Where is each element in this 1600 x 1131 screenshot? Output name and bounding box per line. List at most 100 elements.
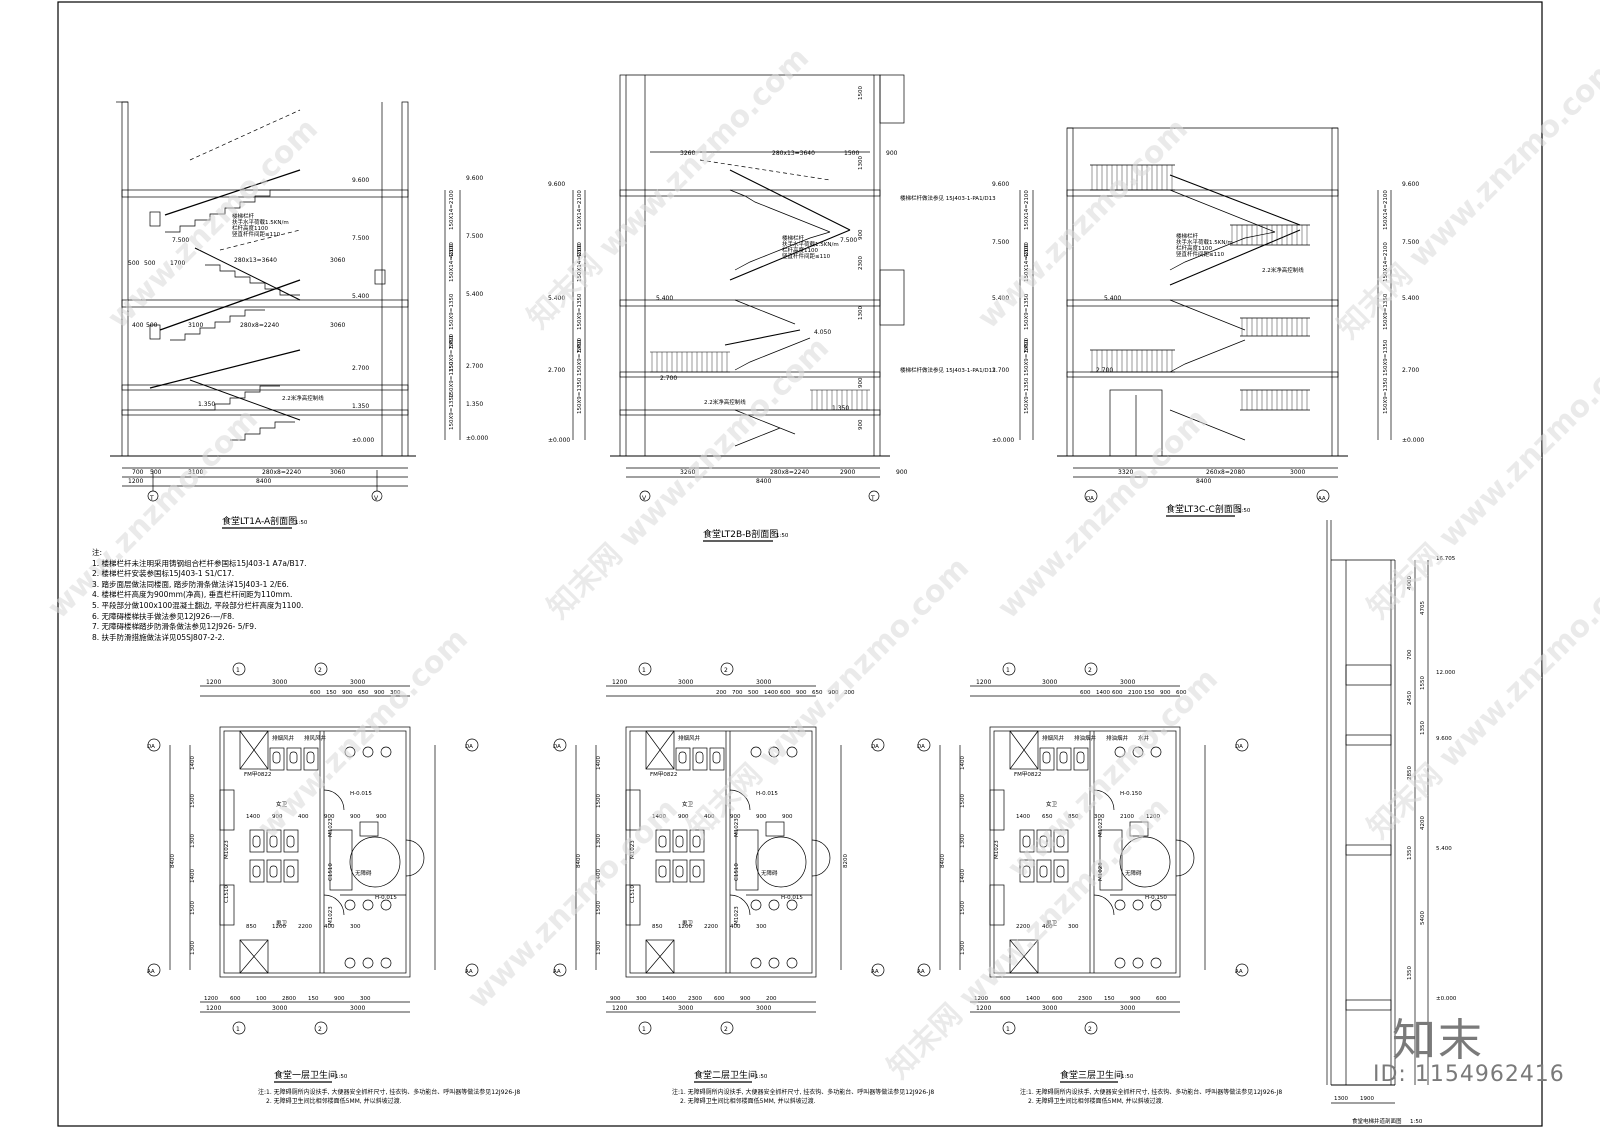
- dimension-label: 4705: [1420, 601, 1426, 615]
- note-item: 6. 无障碍楼梯扶手做法参见12J926-—/F8.: [92, 611, 235, 621]
- toilet-stall: [1039, 747, 1055, 771]
- toilet-fixture: [1042, 751, 1051, 764]
- elevator-section-scale: 1:50: [1410, 1119, 1423, 1125]
- dimension-label: 1400: [246, 814, 260, 820]
- dimension-label: 900: [376, 814, 387, 820]
- rail-note: 竖直杆件间距≤110: [232, 230, 281, 238]
- toilet-fixture: [692, 835, 701, 848]
- dimension-label: 200: [844, 690, 855, 696]
- door-swing: [1093, 894, 1115, 916]
- door-swing: [729, 789, 751, 811]
- door-tag: M1023: [630, 840, 636, 859]
- toilet-fixture: [286, 835, 295, 848]
- dimension-label: 900: [610, 996, 621, 1002]
- urinal-fixture: [786, 957, 798, 969]
- axis-label: DA: [871, 744, 879, 750]
- dimension-label: 150X14=2100: [1024, 242, 1030, 282]
- section-aa-scale: 1:50: [295, 520, 308, 526]
- urinal-fixture: [1132, 957, 1144, 969]
- urinal-fixture: [362, 957, 374, 969]
- basin-fixture: [380, 899, 392, 911]
- dimension-label: 600: [310, 690, 321, 696]
- dimension-label: 150X9=1350: [1024, 377, 1030, 414]
- toilet-stall: [266, 829, 282, 853]
- dimension-label: 1400: [1096, 690, 1110, 696]
- axis-label: 1: [642, 1026, 646, 1033]
- dimension-label: 2800: [282, 996, 296, 1002]
- door-swing: [1175, 839, 1195, 877]
- dimension-label: 900: [730, 814, 741, 820]
- dimension-label: 1200: [612, 679, 627, 686]
- basin-fixture: [1150, 746, 1162, 758]
- dimension-label: 900: [740, 996, 751, 1002]
- section-cc-drawing: [1019, 127, 1392, 503]
- toilet-fixture: [269, 835, 278, 848]
- watermark-text: www.znzmo.com: [101, 112, 325, 336]
- plan-inner-wall: [629, 730, 813, 974]
- door-tag: M1023: [734, 906, 740, 925]
- level-mark: 2.700: [1402, 367, 1419, 374]
- level-mark: H-0.015: [781, 895, 803, 901]
- level-mark: 9.600: [992, 181, 1009, 188]
- dimension-label: 8400: [170, 854, 176, 868]
- axis-label: AA: [147, 969, 155, 975]
- axis-bubble: [638, 662, 652, 676]
- dimension-label: 3000: [1290, 469, 1305, 476]
- section-cc-title: 食堂LT3C-C剖面图: [1166, 503, 1242, 515]
- sheet-border: [57, 1, 1543, 1127]
- dimension-label: 3000: [350, 679, 365, 686]
- axis-label: AA: [465, 969, 473, 975]
- general-notes: 注: 1. 楼梯栏杆未注明采用铸钢组合栏杆参国标15J403-1 A7a/B17…: [92, 548, 392, 643]
- dimension-label: 3000: [756, 1005, 771, 1012]
- axis-label: DA: [917, 744, 925, 750]
- dimension-label: 200: [766, 996, 777, 1002]
- room-label: 排烟风井: [272, 734, 295, 742]
- toilet-fixture: [1059, 751, 1068, 764]
- dimension-label: 1300: [1334, 1096, 1348, 1102]
- level-mark: 4.050: [814, 329, 831, 336]
- room-label: 男卫: [1046, 920, 1058, 927]
- dimension-label: 4200: [577, 244, 583, 258]
- basin-fixture: [1114, 899, 1126, 911]
- dimension-label: 3000: [350, 1005, 365, 1012]
- axis-bubble: [1235, 963, 1249, 977]
- room-label: 水井: [1138, 734, 1150, 742]
- plan-3-footnote-line: 注:1. 无障碍厕所内设扶手, 大便器安全抓杆尺寸, 挂衣钩、多功能台、呼叫器等…: [1020, 1089, 1283, 1096]
- urinal-fixture: [1114, 957, 1126, 969]
- level-mark: 2.700: [352, 365, 369, 372]
- dimension-label: 3000: [1120, 1005, 1135, 1012]
- dimension-label: 300: [390, 690, 401, 696]
- basin-fixture: [1132, 899, 1144, 911]
- dimension-label: 150X9=1350: [577, 293, 583, 330]
- axis-bubble: [553, 738, 567, 752]
- dimension-label: 3100: [188, 322, 203, 329]
- accessible-wc: [359, 821, 379, 837]
- dimension-label: 1350: [1407, 966, 1413, 980]
- toilet-stall: [283, 829, 299, 853]
- plan-2-footnote-line: 2. 无障碍卫生间比相邻楼面低5MM, 并以斜坡过渡.: [680, 1098, 816, 1105]
- dimension-label: 150X14=2100: [1383, 190, 1389, 230]
- section-bb-drawing: [572, 74, 905, 502]
- axis-bubble: [465, 738, 479, 752]
- dimension-label: 3000: [1120, 679, 1135, 686]
- dimension-label: 2100: [1120, 814, 1134, 820]
- toilet-stall: [692, 747, 708, 771]
- door-tag: FM甲0822: [650, 771, 677, 778]
- dimension-label: 1200: [976, 679, 991, 686]
- toilet-stall: [249, 829, 265, 853]
- watermark-text: www.znzmo.com: [251, 622, 475, 846]
- toilet-fixture: [1056, 835, 1065, 848]
- room-label: 排风风井: [304, 734, 327, 742]
- dimension-label: 900: [782, 814, 793, 820]
- dimension-label: 3260: [680, 150, 695, 157]
- dimension-label: 900: [324, 814, 335, 820]
- dimension-label: 3000: [1042, 1005, 1057, 1012]
- basin-fixture: [1132, 746, 1144, 758]
- plan-2-title: 食堂二层卫生间: [694, 1069, 757, 1081]
- level-mark: H-0.015: [350, 791, 372, 797]
- axis-bubble: [1002, 1021, 1016, 1035]
- level-mark: H-0.150: [1120, 791, 1142, 797]
- dimension-label: 2850: [1407, 766, 1413, 780]
- toilet-fixture: [1039, 835, 1048, 848]
